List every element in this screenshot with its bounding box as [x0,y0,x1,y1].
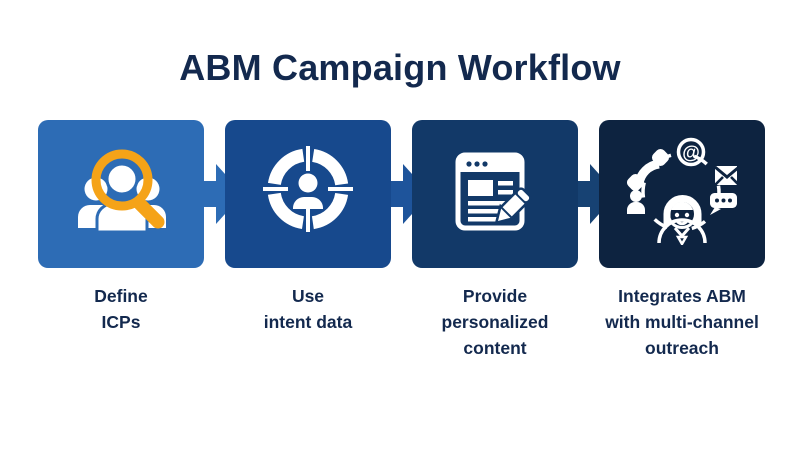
step-label-personalized-content: Provide personalized content [441,286,549,358]
step-label-use-intent-data: Use intent data [263,286,353,332]
email-icon [714,165,737,186]
magnifier-handle [133,197,165,229]
multichannel-outreach-icon: @ [627,137,737,245]
flow-arrow-icon [391,164,430,224]
phone-icon [627,148,670,192]
contact-person-icon [627,190,645,214]
document-edit-icon [455,152,532,231]
step-label-define-icps: Define ICPs [94,286,148,332]
step-box-multichannel-outreach: @ [599,120,765,268]
connector-ring [641,152,721,232]
page-title: ABM Campaign Workflow [179,47,621,88]
magnifier-ring [91,149,153,211]
svg-text:@: @ [682,143,700,163]
step-box-use-intent-data [225,120,391,268]
target-person-icon [263,146,353,232]
chat-bubble-icon [710,193,737,215]
pencil-icon [494,187,532,225]
step-label-multichannel-outreach: Integrates ABM with multi-channel outrea… [605,286,759,358]
agent-woman-icon [657,195,707,245]
step-box-personalized-content [412,120,578,268]
people-search-icon [78,149,166,234]
step-box-define-icps [38,120,204,268]
at-symbol-icon: @ [676,137,706,167]
flow-arrow-icon [578,164,617,224]
flow-arrow-icon [204,164,243,224]
